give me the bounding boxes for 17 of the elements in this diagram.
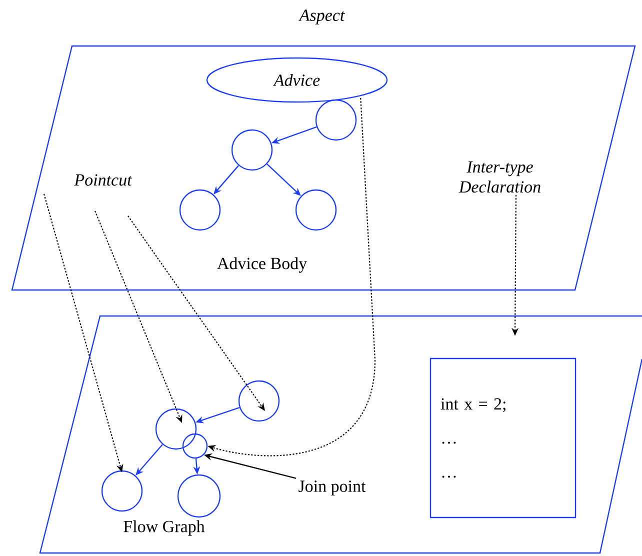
node-label: Inter-type Declaration [458,161,540,193]
node-label: Aspect [298,10,346,24]
graph-circle [177,474,221,518]
graph-circle [231,129,273,171]
caption: Advice Body [217,257,308,273]
graph-circle [295,189,337,231]
node-label: Join point [298,480,366,496]
graph-circle [315,99,357,141]
code-box: int x = 2; … … [430,358,576,518]
node-label: Pointcut [74,174,132,186]
graph-circle [155,408,197,450]
plane [39,315,642,554]
graph-circle [101,470,143,512]
caption: Flow Graph [124,520,205,536]
graph-circle [238,380,280,422]
graph-circle [179,189,221,231]
graph-circle [182,433,208,459]
